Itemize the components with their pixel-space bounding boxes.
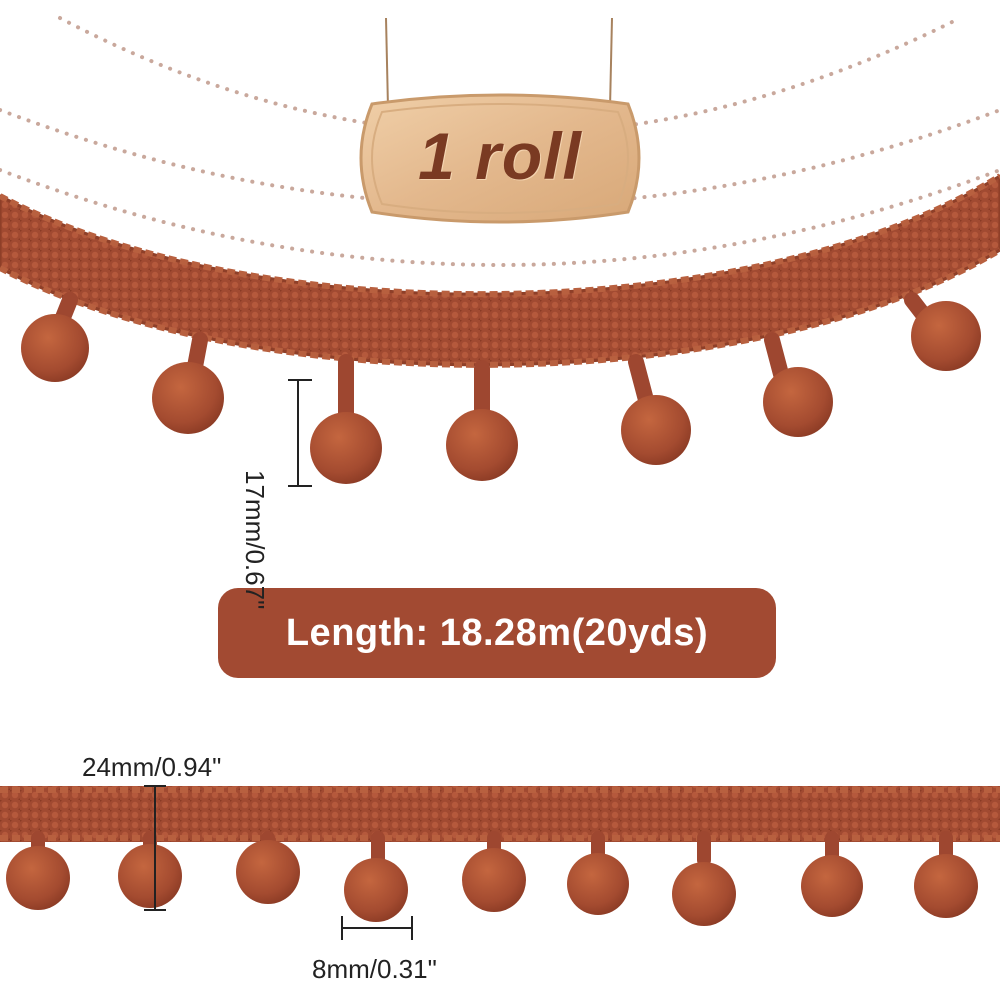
pompom-drop-label: 17mm/0.67" [240, 470, 270, 610]
pompom [344, 858, 408, 922]
length-banner: Length: 18.28m(20yds) [218, 588, 776, 678]
pompom [21, 314, 89, 382]
ball-size-label: 8mm/0.31" [312, 954, 437, 984]
pompom [236, 840, 300, 904]
curved-trim [0, 173, 1000, 484]
pompom [6, 846, 70, 910]
pompom [621, 395, 691, 465]
pompom [567, 853, 629, 915]
pompom [914, 854, 978, 918]
sign-strings [385, 17, 613, 109]
straight-trim [0, 786, 1000, 926]
pompom [462, 848, 526, 912]
pompom [763, 367, 833, 437]
pompom [152, 362, 224, 434]
pompom [672, 862, 736, 926]
dimension-marker-pompom-drop [288, 379, 312, 487]
sign-label: 1 roll [418, 119, 582, 193]
curved-trim-pompoms [21, 301, 981, 484]
pompom [801, 855, 863, 917]
pompom [911, 301, 981, 371]
pompom [310, 412, 382, 484]
wooden-sign [359, 93, 641, 224]
dimension-marker-total-height [144, 785, 166, 911]
total-height-label: 24mm/0.94" [82, 752, 222, 782]
length-banner-text: Length: 18.28m(20yds) [285, 611, 709, 654]
dotted-arc-inner [0, 168, 1000, 267]
dotted-arc-middle [0, 108, 1000, 207]
pompom [446, 409, 518, 481]
dimension-marker-ball-size [341, 916, 413, 940]
pompom [118, 844, 182, 908]
straight-trim-pompoms [6, 840, 978, 926]
